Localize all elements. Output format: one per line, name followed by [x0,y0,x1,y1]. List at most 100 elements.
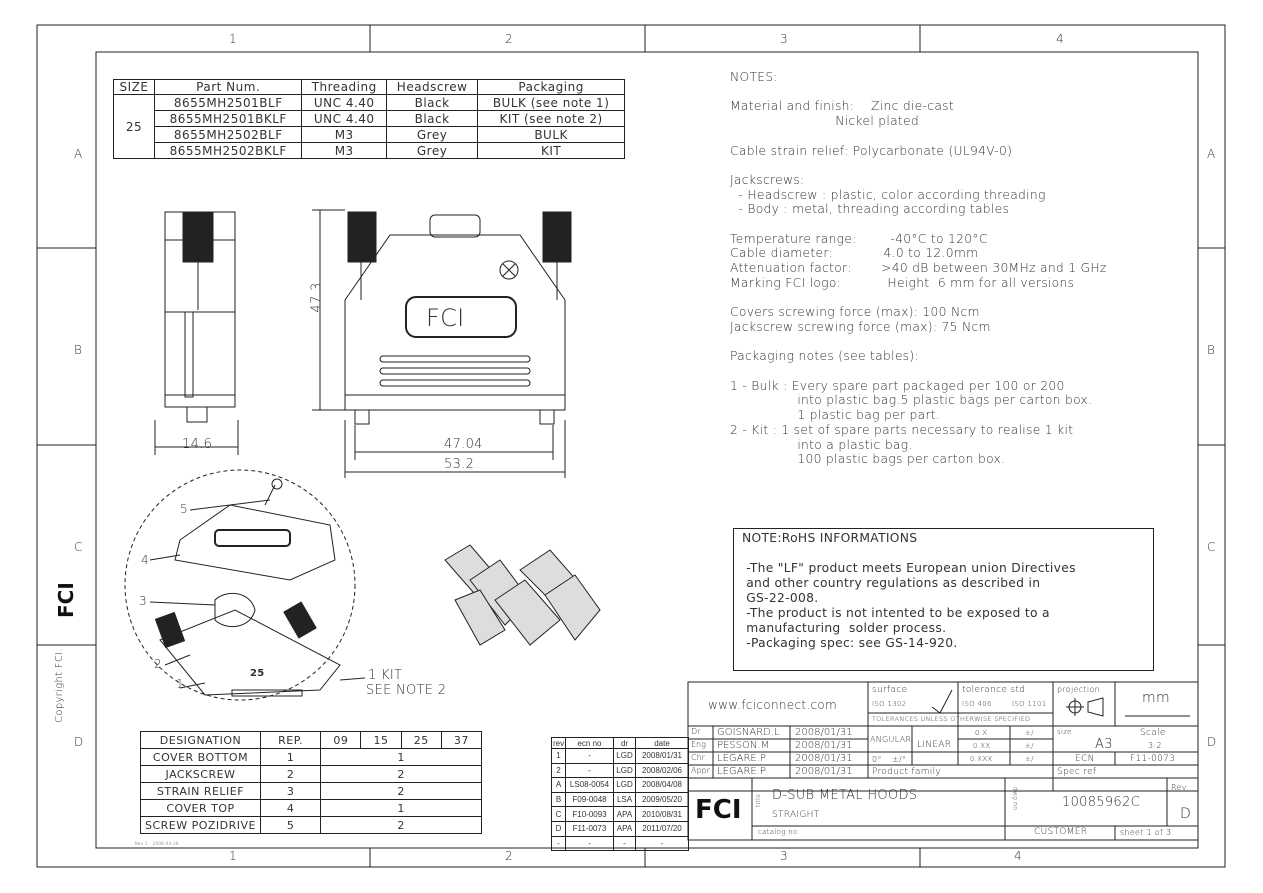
role: Appr [691,766,710,775]
iso-406: ISO 406 [962,700,992,708]
cell: 1 [551,748,566,764]
fci-logo-title: FCI [695,795,742,825]
header: dr [613,737,636,749]
cell: 8655MH2502BKLF [153,142,303,159]
cell: - [551,835,566,852]
row-label-c: C [74,540,83,554]
exploded-view [124,469,366,701]
svg-text:FCI: FCI [54,582,78,618]
balloon-5: 5 [180,502,188,516]
surface-iso: ISO 1302 [872,700,907,708]
cell: UNC 4.40 [301,110,387,127]
header: Packaging [477,79,625,95]
cell: 3 [259,782,322,800]
role: Dr [691,727,701,736]
catalog-label: catalog no [758,828,798,836]
cell: 2 [259,765,322,783]
cell: - [565,748,614,764]
cell: - [613,835,636,852]
cell: APA [613,820,636,837]
cell: 1 [320,748,482,766]
row-label-c-right: C [1207,540,1216,554]
website: www.fciconnect.com [708,698,837,712]
sign-date: 2008/01/31 [795,740,853,751]
cell: 2008/01/31 [635,748,689,764]
rev-value: D [1180,806,1192,822]
revision-row: ---- [551,835,689,852]
role: Chr [691,753,705,762]
dwg-label: dwg no [1011,786,1019,811]
cell: Grey [385,142,479,159]
iso-1101: ISO 1101 [1012,700,1047,708]
fci-logo-side: FCI [54,582,78,618]
scale-label: Scale [1140,728,1166,738]
role: Eng [691,740,706,749]
cell: JACKSCREW [140,765,261,783]
dim-outer-width: 53.2 [444,457,475,472]
cell: BULK [477,126,625,143]
tolerance-std-label: tolerance std [962,685,1026,695]
svg-text:FCI: FCI [695,795,742,825]
cell: 2010/08/31 [635,806,689,822]
person-name: LEGARE.P [717,766,766,777]
hood-logo-text: FCI [426,304,465,332]
drawing-title: D-SUB METAL HOODS [772,788,918,803]
cell: LS08-0054 [565,777,614,793]
drawing-subtitle: STRAIGHT [772,810,820,820]
cell: B [551,791,566,808]
cell: D [551,820,566,837]
cell: 8655MH2501BKLF [153,110,303,127]
tolerance-note: TOLERANCES UNLESS OTHERWISE SPECIFIED [872,715,1031,723]
header: 37 [440,731,483,749]
header: Part Num. [153,79,303,95]
row-label-b: B [74,343,83,357]
cell: Black [385,94,479,111]
cell: LSA [613,791,636,808]
spec-ref: Spec ref [1057,767,1097,777]
notes-text: NOTES: Material and finish: Zinc die-cas… [730,70,1107,467]
lin-0xx: 0.XX [973,742,991,750]
header: SIZE [113,79,155,95]
scale-value: 3:2 [1148,741,1162,750]
cell: F09-0048 [565,791,614,808]
cell: Black [385,110,479,127]
header: REP. [259,731,322,749]
header: Threading [301,79,387,95]
cell: 2009/05/20 [635,791,689,808]
sheet-number: sheet 1 of 3 [1120,828,1172,837]
angular-tolerance: ±/° [892,755,907,764]
person-name: GOISNARD.L [717,727,780,738]
col-label-1-bottom: 1 [229,849,237,863]
cell: STRAIN RELIEF [140,782,261,800]
cell: SCREW POZIDRIVE [140,816,261,834]
side-view [154,211,239,455]
rohs-notes-box: NOTE:RoHS INFORMATIONS -The "LF" product… [733,528,1154,671]
cell: F10-0093 [565,806,614,822]
cell: 2008/02/06 [635,762,689,779]
cell: LGD [613,777,636,793]
kit-label: 1 KIT [368,668,403,683]
cell: LGD [613,762,636,779]
col-label-2: 2 [505,32,513,46]
front-view [312,209,572,478]
header: ecn no [565,737,614,749]
cell: UNC 4.40 [301,94,387,111]
product-family: Product family [872,767,942,777]
lin-0xxx-tol: ±/ [1025,755,1034,763]
sign-date: 2008/01/31 [795,727,853,738]
cell: - [565,762,614,779]
person-name: LEGARE.P [717,753,766,764]
cell: 4 [259,799,322,817]
cell: A [551,777,566,793]
header: 15 [360,731,402,749]
